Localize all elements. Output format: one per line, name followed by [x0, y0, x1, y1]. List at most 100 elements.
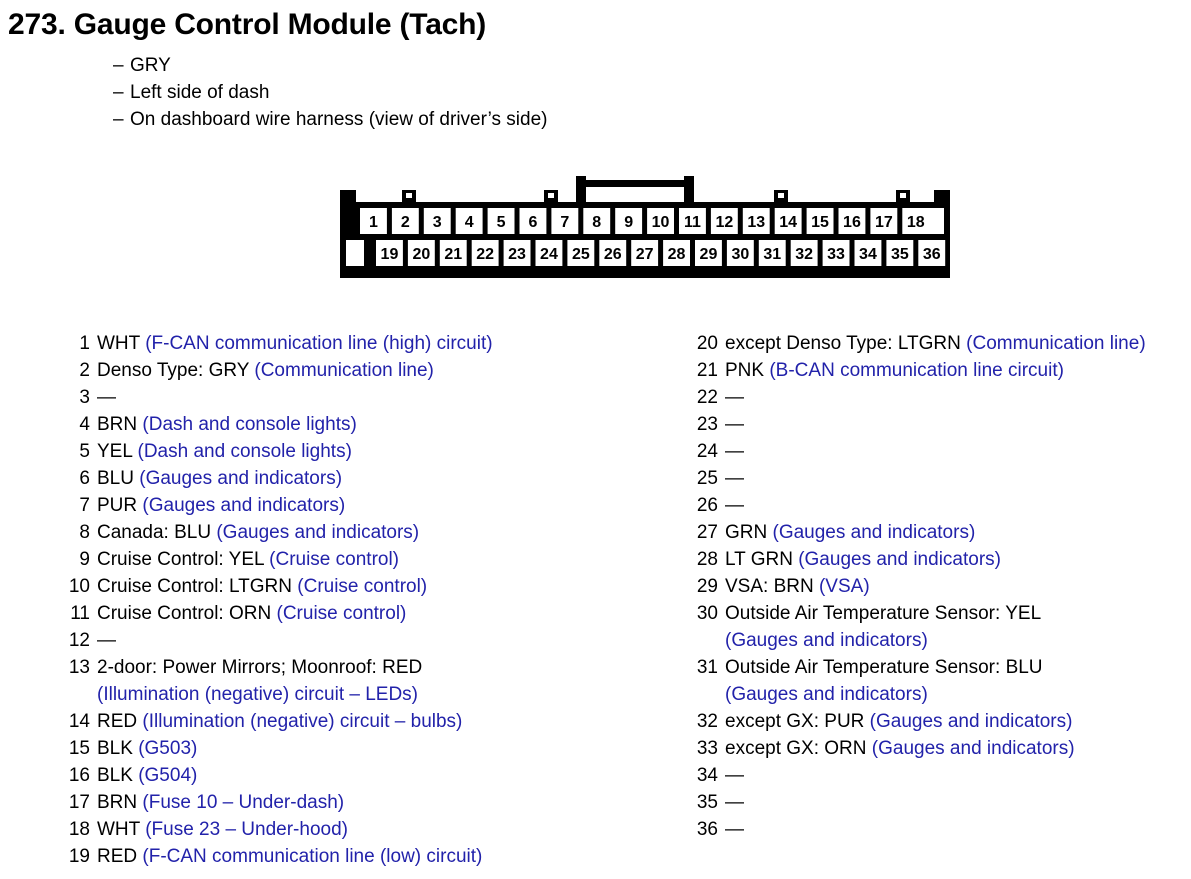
pin-circuit-name: (Cruise control): [276, 603, 407, 624]
pin-wire-color: BRN: [97, 792, 143, 813]
pin-description: BLU (Gauges and indicators): [97, 465, 342, 492]
pin-label-21: 21: [444, 246, 462, 263]
pin-description: —: [725, 762, 744, 789]
pin-circuit-name: (Gauges and indicators): [871, 738, 1075, 759]
pin-circuit-name: (F-CAN communication line (high) circuit…: [145, 333, 493, 354]
pin-wire-color: Cruise Control: ORN: [97, 603, 277, 624]
connector-bottom-cell: [663, 240, 690, 266]
connector-bottom-cell: [726, 240, 754, 266]
pin-description: —: [725, 816, 744, 843]
pin-number: 22: [696, 387, 718, 408]
pin-wire-color: Outside Air Temperature Sensor: BLU: [725, 657, 1043, 678]
pin-circuit-name: (Fuse 23 – Under-hood): [145, 819, 348, 840]
pin-label-16: 16: [843, 214, 861, 231]
connector-top-cell: [391, 208, 419, 234]
pin-label-25: 25: [572, 246, 590, 263]
pin-number: 14: [68, 711, 90, 732]
pin-label-5: 5: [497, 214, 506, 231]
pin-wire-color: PNK: [725, 360, 770, 381]
pin-wire-color: Cruise Control: LTGRN: [97, 576, 298, 597]
pin-row-continuation: 13(Illumination (negative) circuit – LED…: [62, 681, 662, 708]
pin-wire-color: except GX: PUR: [725, 711, 870, 732]
pin-description: except Denso Type: LTGRN (Communication …: [725, 330, 1146, 357]
pin-label-27: 27: [636, 246, 654, 263]
connector-top-cell: [679, 208, 706, 234]
pin-number: 36: [696, 819, 718, 840]
subtitle-text: GRY: [130, 55, 171, 76]
pin-number: 11: [70, 603, 90, 624]
connector-bottom-cell: [918, 240, 946, 266]
pin-description: GRN (Gauges and indicators): [725, 519, 975, 546]
connector-bottom-cell: [535, 240, 563, 266]
subtitle-row: –GRY: [8, 52, 1108, 79]
connector-bottom-cell: [631, 240, 659, 266]
subtitle-list: –GRY–Left side of dash–On dashboard wire…: [8, 52, 1108, 133]
pin-number: 5: [79, 441, 90, 462]
pin-circuit-name: (Gauges and indicators): [772, 522, 976, 543]
pin-description: Cruise Control: YEL (Cruise control): [97, 546, 399, 573]
pin-number: 4: [79, 414, 90, 435]
connector-top-cell: [583, 208, 611, 234]
pin-number: 28: [696, 549, 718, 570]
pin-number: 24: [696, 441, 718, 462]
pin-description: —: [725, 789, 744, 816]
pin-number: 33: [696, 738, 718, 759]
pin-wire-color: BLU: [97, 468, 140, 489]
pin-circuit-name: (Communication line): [254, 360, 434, 381]
pin-number: 12: [68, 630, 90, 651]
pin-label-3: 3: [433, 214, 442, 231]
connector-top-cell: [774, 208, 802, 234]
connector-bottom-cell: [503, 240, 531, 266]
pin-wire-color: Outside Air Temperature Sensor: YEL: [725, 603, 1042, 624]
bullet-dash-icon: –: [113, 109, 124, 130]
document-header: 273. Gauge Control Module (Tach) –GRY–Le…: [8, 6, 1108, 133]
pin-label-20: 20: [412, 246, 430, 263]
pin-wire-color: 2-door: Power Mirrors; Moonroof: RED: [97, 657, 423, 678]
pin-label-23: 23: [508, 246, 526, 263]
pin-circuit-name: (Gauges and indicators): [869, 711, 1073, 732]
pin-label-2: 2: [401, 214, 410, 231]
pin-row: 22—: [690, 384, 1190, 411]
pin-description: WHT (F-CAN communication line (high) cir…: [97, 330, 493, 357]
pin-wire-color: YEL: [97, 441, 138, 462]
connector-right-blank-cell: [926, 208, 944, 234]
connector-bottom-cell: [567, 240, 595, 266]
pin-label-31: 31: [763, 246, 781, 263]
pin-wire-color: GRN: [725, 522, 773, 543]
pin-label-19: 19: [381, 246, 399, 263]
pin-circuit-name: (Cruise control): [297, 576, 428, 597]
bridge-gap-lower: [586, 187, 684, 202]
pin-label-24: 24: [540, 246, 558, 263]
connector-bottom-cell: [695, 240, 722, 266]
pin-empty-dash: —: [725, 414, 744, 435]
pin-empty-dash: —: [725, 441, 744, 462]
connector-top-cell: [551, 208, 579, 234]
pin-description: WHT (Fuse 23 – Under-hood): [97, 816, 348, 843]
pin-label-4: 4: [465, 214, 474, 231]
pin-wire-color: except Denso Type: LTGRN: [725, 333, 967, 354]
pin-description: Outside Air Temperature Sensor: BLU: [725, 654, 1043, 681]
pin-number: 31: [696, 657, 718, 678]
pin-circuit-name: (Gauges and indicators): [142, 495, 346, 516]
pin-wire-color: Denso Type: GRY: [97, 360, 255, 381]
pin-circuit-name: (Dash and console lights): [137, 441, 352, 462]
pin-number: 7: [79, 495, 90, 516]
pin-label-32: 32: [795, 246, 813, 263]
pin-circuit-name: (F-CAN communication line (low) circuit): [142, 846, 483, 867]
pin-wire-color: VSA: BRN: [725, 576, 819, 597]
pin-circuit-name: (G504): [138, 765, 198, 786]
pin-description: BLK (G503): [97, 735, 197, 762]
pin-number: 18: [68, 819, 90, 840]
pin-wire-color: Canada: BLU: [97, 522, 217, 543]
pin-description: —: [725, 438, 744, 465]
pin-label-7: 7: [560, 214, 569, 231]
